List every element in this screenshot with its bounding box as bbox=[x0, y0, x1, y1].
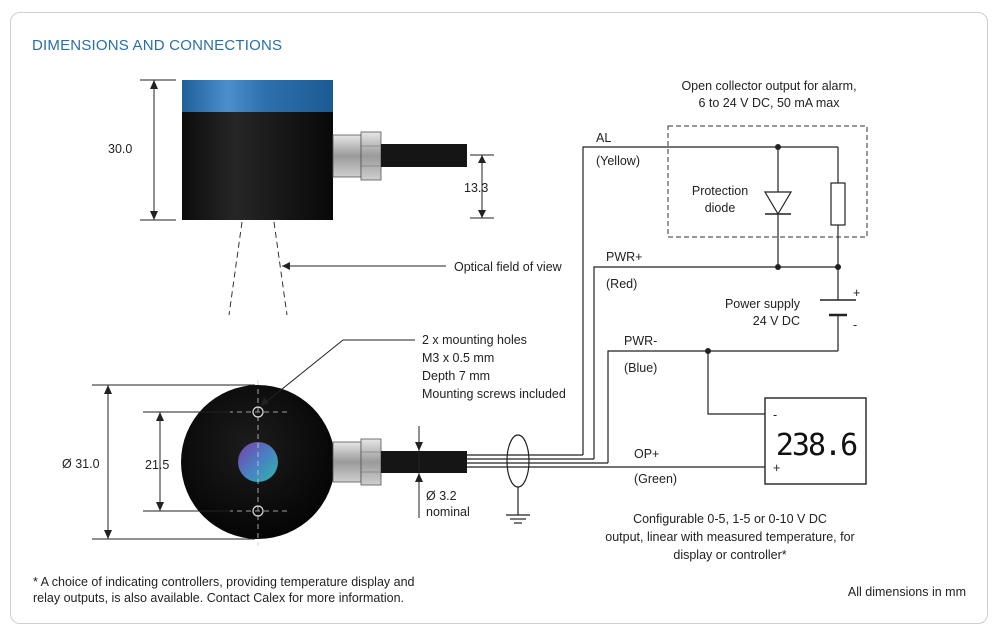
alarm-output-box bbox=[667, 125, 868, 238]
resistor-icon bbox=[830, 182, 846, 226]
mounting-hole-top bbox=[252, 406, 264, 418]
temperature-display bbox=[764, 397, 867, 485]
analog-output-label-line2: output, linear with measured temperature… bbox=[605, 530, 854, 544]
fov-line-left bbox=[228, 221, 243, 316]
analog-output-label-line1: Configurable 0-5, 1-5 or 0-10 V DC bbox=[633, 512, 827, 526]
wire-al-label: AL bbox=[596, 131, 611, 145]
mounting-hole-bottom bbox=[252, 505, 264, 517]
wire-pwr-plus-color: (Red) bbox=[606, 277, 637, 291]
footnote-line2: relay outputs, is also available. Contac… bbox=[33, 591, 404, 605]
supply-minus-sign: - bbox=[853, 318, 857, 332]
fov-line-right bbox=[273, 221, 288, 316]
sensor-cap bbox=[182, 80, 333, 112]
wire-op-plus-color: (Green) bbox=[634, 472, 677, 486]
wire-al bbox=[582, 146, 838, 455]
cable-front bbox=[381, 451, 467, 473]
protection-diode-icon bbox=[763, 191, 793, 216]
wire-pwr-plus bbox=[593, 266, 838, 459]
cable-shield bbox=[506, 434, 530, 488]
display-value: 238.6 bbox=[776, 428, 857, 463]
mounting-holes-note: 2 x mounting holes M3 x 0.5 mm Depth 7 m… bbox=[422, 333, 566, 401]
footnote-line1: * A choice of indicating controllers, pr… bbox=[33, 575, 415, 589]
svg-text:Mounting screws included: Mounting screws included bbox=[422, 387, 566, 401]
svg-text:M3 x 0.5 mm: M3 x 0.5 mm bbox=[422, 351, 494, 365]
power-supply-icon bbox=[820, 299, 856, 317]
sensor-side-view bbox=[182, 80, 467, 220]
sensor-body bbox=[182, 112, 333, 220]
cable-diameter-dimension: Ø 3.2 bbox=[426, 489, 457, 503]
display-minus-sign: - bbox=[773, 408, 777, 422]
wire-al-color: (Yellow) bbox=[596, 154, 640, 168]
supply-plus-sign: + bbox=[853, 286, 860, 300]
wire-pwr-minus-color: (Blue) bbox=[624, 361, 657, 375]
wire-pwr-plus-label: PWR+ bbox=[606, 250, 642, 264]
sensor-front-view bbox=[181, 380, 467, 546]
cable-height-dimension: 13.3 bbox=[464, 181, 488, 195]
display-plus-sign: + bbox=[773, 461, 780, 475]
units-note: All dimensions in mm bbox=[848, 585, 966, 599]
wire-bundle bbox=[467, 454, 765, 468]
cable-diameter-note: nominal bbox=[426, 505, 470, 519]
power-supply-label-line2: 24 V DC bbox=[753, 314, 800, 328]
alarm-output-label-line2: 6 to 24 V DC, 50 mA max bbox=[698, 96, 840, 110]
ground-icon bbox=[506, 514, 530, 524]
svg-text:2 x mounting holes: 2 x mounting holes bbox=[422, 333, 527, 347]
mounting-holes-leader bbox=[260, 339, 344, 407]
power-supply-label-line1: Power supply bbox=[725, 297, 801, 311]
hole-spacing-dimension: 21.5 bbox=[145, 458, 169, 472]
alarm-output-label-line1: Open collector output for alarm, bbox=[681, 79, 856, 93]
page-title: DIMENSIONS AND CONNECTIONS bbox=[32, 37, 282, 54]
diameter-dimension: Ø 31.0 bbox=[62, 457, 100, 471]
protection-diode-label-line2: diode bbox=[705, 201, 736, 215]
wire-op-plus-label: OP+ bbox=[634, 447, 659, 461]
svg-text:Depth 7 mm: Depth 7 mm bbox=[422, 369, 490, 383]
optical-fov-label: Optical field of view bbox=[454, 260, 563, 274]
height-dimension: 30.0 bbox=[108, 142, 132, 156]
diagram-frame bbox=[10, 12, 988, 624]
wire-pwr-minus-label: PWR- bbox=[624, 334, 657, 348]
cable bbox=[381, 144, 467, 167]
protection-diode-label-line1: Protection bbox=[692, 184, 748, 198]
analog-output-label-line3: display or controller* bbox=[673, 548, 786, 562]
wire-pwr-minus bbox=[607, 350, 838, 463]
